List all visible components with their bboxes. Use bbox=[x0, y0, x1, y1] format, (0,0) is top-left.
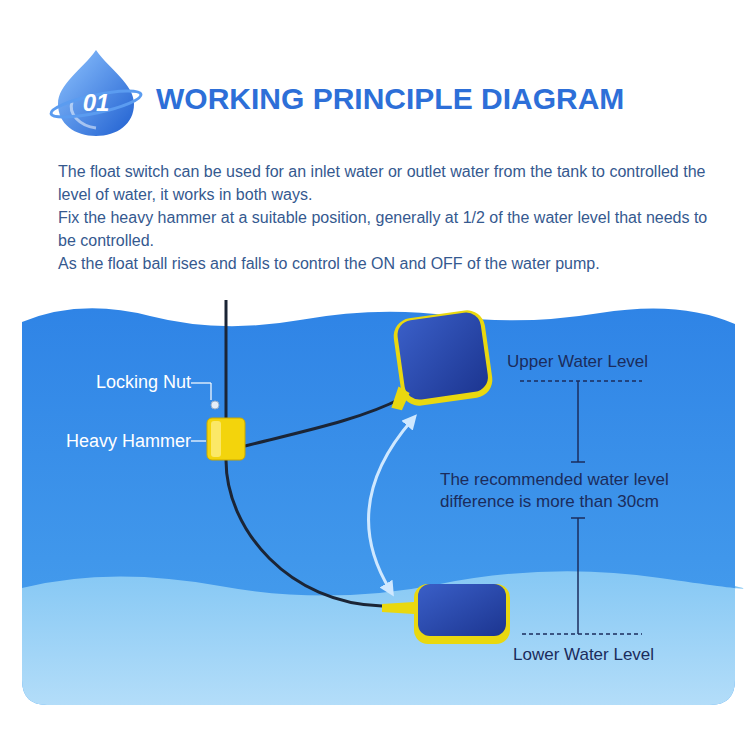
locking-nut bbox=[211, 401, 219, 409]
description-text: Fix the heavy hammer at a suitable posit… bbox=[58, 206, 720, 252]
part-label: Lower Water Level bbox=[513, 645, 654, 665]
section-number: 01 bbox=[80, 88, 112, 117]
cable bbox=[226, 300, 402, 606]
description-text: The float switch can be used for an inle… bbox=[58, 160, 720, 206]
description-paragraph: The float switch can be used for an inle… bbox=[58, 160, 720, 275]
movement-arrow bbox=[369, 420, 412, 590]
part-label: Upper Water Level bbox=[507, 352, 648, 372]
leader-line bbox=[191, 383, 211, 441]
hammer-shine bbox=[211, 421, 221, 457]
heavy-hammer bbox=[207, 418, 245, 460]
part-label: Locking Nut bbox=[96, 371, 191, 393]
drop-icon bbox=[49, 50, 143, 136]
part-label: The recommended water level difference i… bbox=[440, 469, 720, 513]
title: WORKING PRINCIPLE DIAGRAM bbox=[156, 82, 624, 116]
part-label: Heavy Hammer bbox=[66, 430, 191, 452]
upper-float bbox=[379, 308, 495, 412]
water-lower-band bbox=[22, 571, 743, 705]
lower-float bbox=[382, 584, 510, 644]
description-text: As the float ball rises and falls to con… bbox=[58, 252, 720, 275]
